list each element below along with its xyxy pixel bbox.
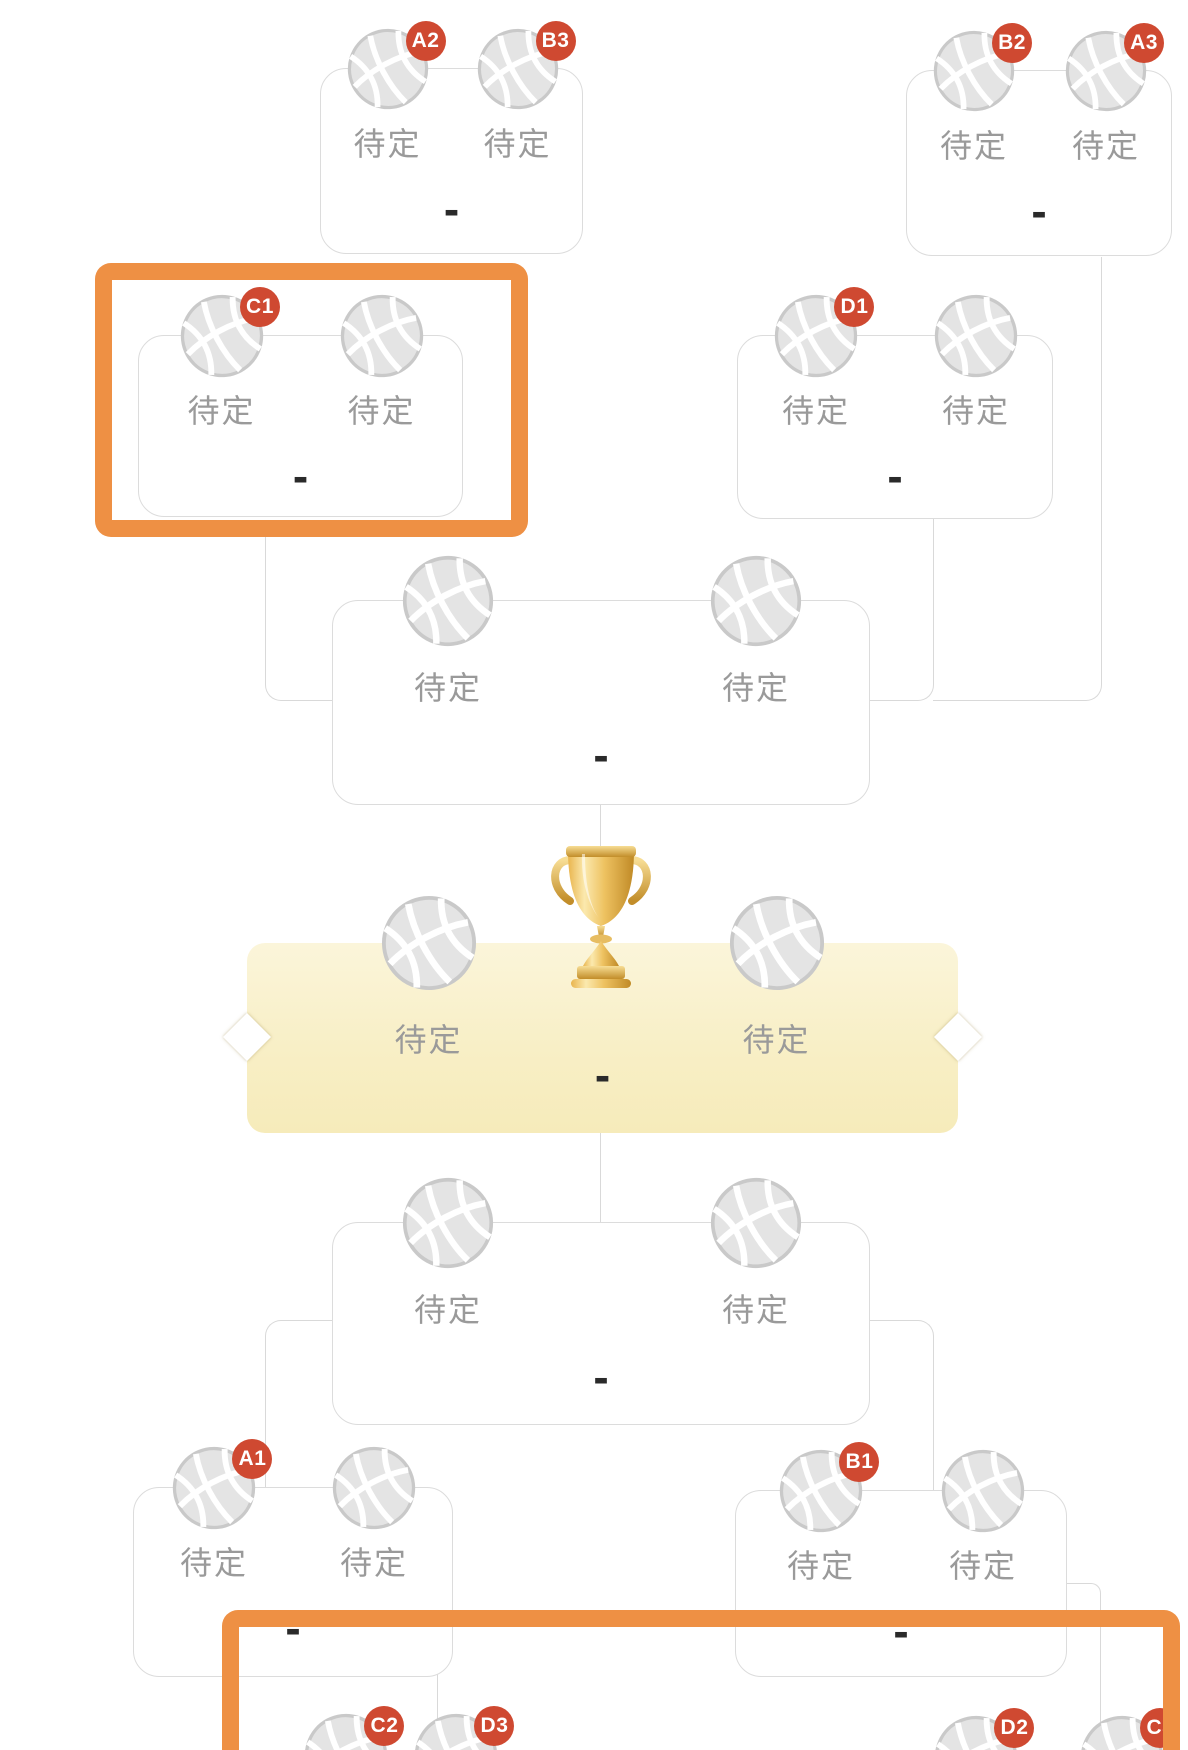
team-name: 待定 [179, 1545, 248, 1581]
basketball-icon [941, 1449, 1025, 1533]
seed-badge: D2 [994, 1708, 1035, 1749]
seed-badge: B2 [992, 22, 1033, 63]
ticket-notch-left [222, 1012, 272, 1062]
seed-badge: D3 [474, 1706, 515, 1747]
ticket-notch-right [933, 1012, 983, 1062]
seed-badge: D1 [834, 287, 875, 328]
basketball-icon [729, 895, 825, 991]
team-name: 待定 [786, 1548, 855, 1584]
basketball-icon: D1 [774, 287, 875, 378]
team-name: 待定 [347, 393, 416, 429]
team-name: 待定 [939, 128, 1008, 164]
connector-final-sf2 [600, 1133, 603, 1222]
basketball-icon: B1 [779, 1442, 880, 1533]
basketball-icon [710, 1177, 802, 1269]
basketball-icon: B2 [933, 22, 1033, 112]
team-name: 待定 [339, 1545, 408, 1581]
basketball-icon: C1 [180, 287, 280, 378]
seed-badge: A3 [1124, 22, 1165, 63]
seed-badge: C1 [239, 287, 280, 328]
team-name: 待定 [394, 1022, 463, 1058]
connector-qf2-sf1 [933, 257, 1102, 701]
basketball-icon [934, 294, 1018, 378]
basketball-icon: A3 [1065, 22, 1165, 112]
basketball-icon: A2 [347, 20, 446, 110]
connector-qf4-sf1 [870, 519, 934, 701]
team-name: 待定 [413, 1292, 482, 1328]
team-name: 待定 [353, 126, 422, 162]
trophy-icon [541, 838, 661, 1006]
seed-badge: A2 [405, 20, 446, 61]
match-card-sf1[interactable]: 待定待定- [332, 555, 870, 805]
basketball-icon [332, 1446, 416, 1530]
connector-sf2-qf6 [870, 1320, 934, 1491]
seed-badge: A1 [232, 1439, 273, 1480]
team-name: 待定 [413, 670, 482, 706]
team-name: 待定 [187, 393, 256, 429]
basketball-icon: C2 [304, 1706, 405, 1750]
match-card-sf2[interactable]: 待定待定- [332, 1177, 870, 1425]
match-card-final[interactable]: 待定待定- [222, 895, 983, 1133]
team-name: 待定 [721, 1292, 790, 1328]
connector-qf3-sf1 [265, 537, 333, 701]
team-name: 待定 [941, 393, 1010, 429]
basketball-icon: D2 [934, 1708, 1035, 1750]
basketball-icon: C3 [1080, 1708, 1181, 1750]
basketball-icon: D3 [414, 1706, 515, 1750]
seed-badge: B1 [839, 1442, 880, 1483]
basketball-icon: A1 [172, 1439, 273, 1530]
team-name: 待定 [1071, 128, 1140, 164]
basketball-icon [402, 1177, 494, 1269]
team-name: 待定 [742, 1022, 811, 1058]
team-name: 待定 [781, 393, 850, 429]
seed-badge: C3 [1140, 1708, 1181, 1749]
connector-sf2-qf5 [265, 1320, 333, 1488]
basketball-icon: B3 [477, 20, 576, 110]
seed-badge: C2 [364, 1706, 405, 1747]
basketball-icon [340, 294, 424, 378]
team-name: 待定 [721, 670, 790, 706]
seed-badge: B3 [535, 20, 576, 61]
team-name: 待定 [483, 126, 552, 162]
basketball-icon [710, 555, 802, 647]
basketball-icon [381, 895, 477, 991]
team-name: 待定 [948, 1548, 1017, 1584]
connector-qf8-up [1067, 1583, 1101, 1750]
basketball-icon [402, 555, 494, 647]
